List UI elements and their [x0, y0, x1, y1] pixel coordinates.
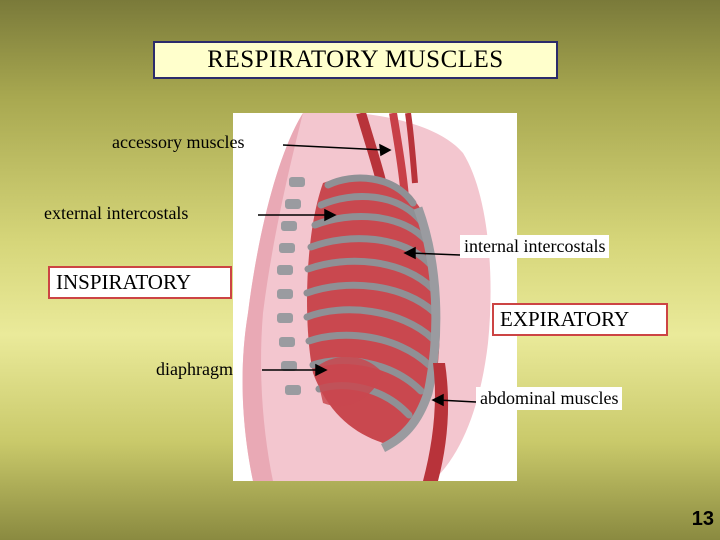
- slide-title: RESPIRATORY MUSCLES: [153, 41, 558, 79]
- slide-number: 13: [691, 508, 714, 530]
- label-inspiratory: INSPIRATORY: [48, 266, 232, 299]
- abdominal-muscle: [423, 363, 449, 481]
- ribcage-drawing: [242, 111, 491, 481]
- slide-title-text: RESPIRATORY MUSCLES: [207, 46, 504, 73]
- label-external-intercostals: external intercostals: [44, 203, 189, 223]
- label-expiratory: EXPIRATORY: [492, 303, 668, 336]
- label-abdominal-muscles: abdominal muscles: [476, 387, 623, 410]
- label-diaphragm: diaphragm: [156, 359, 233, 379]
- label-internal-intercostals: internal intercostals: [460, 235, 610, 258]
- spine-vertebrae: [277, 177, 305, 395]
- ribcage-illustration: [233, 111, 517, 481]
- accessory-muscle-3: [405, 112, 418, 184]
- body-tissue-shade: [242, 113, 303, 481]
- costal-cartilage: [380, 206, 441, 453]
- diaphragm-muscle: [315, 356, 383, 407]
- label-accessory-muscles: accessory muscles: [112, 132, 245, 152]
